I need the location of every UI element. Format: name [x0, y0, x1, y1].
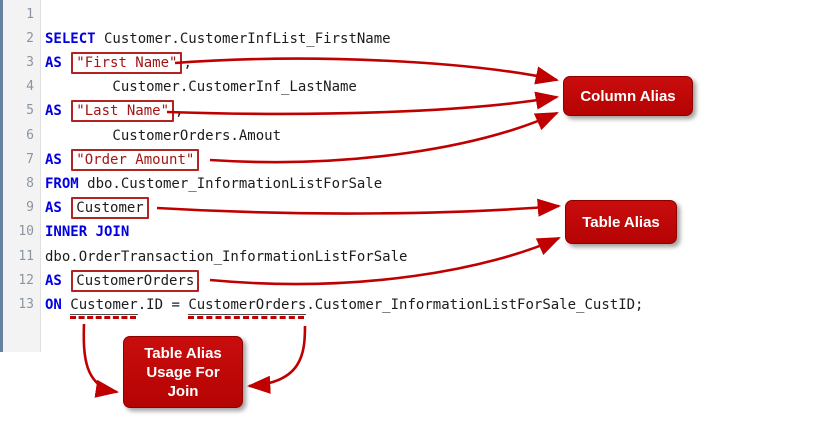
line-number: 5 [26, 103, 34, 119]
code-token [62, 103, 70, 119]
code-token: dbo.Customer_InformationListForSale [78, 176, 383, 192]
code-line: FROM dbo.Customer_InformationListForSale [45, 172, 382, 196]
code-token: AS [45, 103, 62, 120]
editor-left-accent-strip [0, 0, 3, 352]
code-token [62, 200, 70, 216]
code-token: CustomerOrders.Amout [45, 127, 282, 144]
line-number: 6 [26, 127, 34, 143]
code-line: AS "Last Name", [45, 99, 183, 123]
code-token [62, 55, 70, 71]
code-line: INNER JOIN [45, 220, 129, 244]
column-alias-callout: Column Alias [563, 76, 693, 116]
line-number: 10 [18, 224, 34, 240]
code-token: CustomerOrders [188, 297, 307, 319]
line-number: 13 [18, 297, 34, 312]
table-alias-callout: Table Alias [565, 200, 677, 244]
line-number: 2 [26, 30, 34, 46]
code-token [62, 273, 70, 289]
code-token: "Order Amount" [71, 148, 200, 171]
code-token: .ID = [137, 297, 189, 313]
code-token: AS [45, 55, 62, 71]
code-token: AS [45, 151, 62, 168]
code-token: dbo.OrderTransaction_InformationListForS… [45, 248, 408, 265]
code-token: "Last Name" [71, 100, 175, 123]
code-line: dbo.OrderTransaction_InformationListForS… [45, 245, 407, 269]
code-token: Customer.CustomerInf_LastName [45, 79, 357, 96]
code-line: Customer.CustomerInf_LastName [45, 75, 357, 99]
code-token: INNER JOIN [45, 224, 130, 241]
code-token: , [175, 103, 184, 120]
code-token: CustomerOrders [71, 269, 200, 292]
code-token: Customer.CustomerInfList_FirstName [95, 30, 391, 47]
code-token: .Customer_InformationListForSale_CustID; [306, 297, 644, 313]
code-line: CustomerOrders.Amout [45, 124, 281, 148]
line-number: 12 [18, 272, 34, 288]
code-token: "First Name" [71, 52, 183, 74]
line-number: 11 [18, 248, 34, 264]
code-token: AS [45, 272, 62, 289]
code-line: SELECT Customer.CustomerInfList_FirstNam… [45, 27, 391, 51]
code-token [62, 152, 70, 168]
code-line: AS CustomerOrders [45, 269, 200, 293]
code-line: AS "Order Amount" [45, 148, 200, 172]
code-line: AS Customer [45, 196, 150, 220]
code-token: SELECT [45, 30, 96, 47]
code-token: FROM [45, 176, 79, 192]
table-alias-usage-callout: Table Alias Usage For Join [123, 336, 243, 408]
code-token: ON [45, 297, 62, 313]
code-token: , [183, 55, 192, 71]
code-line: ON Customer.ID = CustomerOrders.Customer… [45, 293, 644, 319]
code-token: Customer [70, 297, 138, 319]
line-number: 7 [26, 151, 34, 167]
line-number: 3 [26, 55, 34, 70]
line-number: 4 [26, 79, 34, 95]
line-number: 8 [26, 176, 34, 191]
line-number: 9 [26, 200, 34, 216]
line-number: 1 [26, 6, 34, 22]
code-token: Customer [71, 197, 149, 220]
code-token: AS [45, 200, 62, 217]
code-token [62, 297, 70, 313]
sql-code-area[interactable]: SELECT Customer.CustomerInfList_FirstNam… [45, 0, 832, 352]
code-line: AS "First Name", [45, 51, 192, 75]
